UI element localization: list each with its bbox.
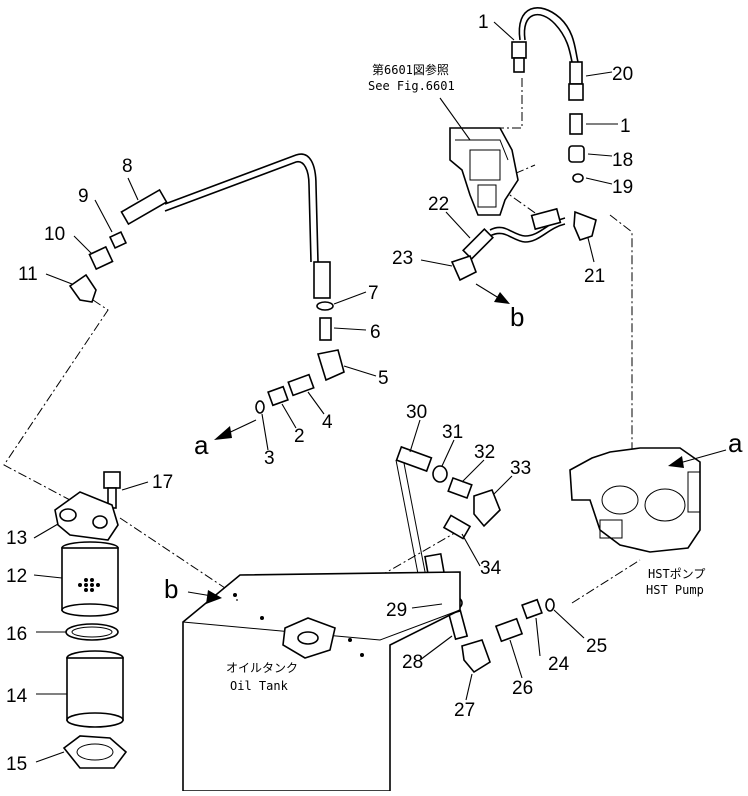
callout-22: 22 bbox=[428, 194, 449, 215]
callout-27: 27 bbox=[454, 700, 475, 721]
callout-11: 11 bbox=[18, 264, 38, 285]
hst-pump-label-en: HST Pump bbox=[646, 583, 704, 597]
filter-mark-dots bbox=[78, 578, 100, 592]
callout-25: 25 bbox=[586, 636, 607, 657]
callout-15: 15 bbox=[6, 754, 27, 775]
text-notes: 第6601図参照 See Fig.6601 オイルタンク Oil Tank HS… bbox=[226, 62, 705, 693]
oil-tank-label-en: Oil Tank bbox=[230, 679, 289, 693]
callout-29: 29 bbox=[386, 600, 407, 621]
flow-arrows bbox=[187, 283, 727, 604]
callout-33: 33 bbox=[510, 458, 531, 479]
callout-32: 32 bbox=[474, 442, 495, 463]
callout-20: 20 bbox=[612, 64, 633, 85]
filter-assembly bbox=[54, 491, 128, 769]
callout-26: 26 bbox=[512, 678, 533, 699]
callout-30: 30 bbox=[406, 402, 427, 423]
hst-pump bbox=[569, 447, 701, 553]
callout-31: 31 bbox=[442, 422, 463, 443]
callout-2: 2 bbox=[294, 426, 305, 447]
callout-16: 16 bbox=[6, 624, 27, 645]
part-callouts: 1 20 1 18 19 8 9 10 11 22 23 21 7 6 5 4 … bbox=[6, 12, 633, 775]
callout-10: 10 bbox=[44, 224, 65, 245]
callout-8: 8 bbox=[122, 156, 133, 177]
letter-a-right: a bbox=[728, 428, 743, 458]
callout-4: 4 bbox=[322, 412, 333, 433]
callout-9: 9 bbox=[78, 186, 89, 207]
callout-1-right: 1 bbox=[620, 116, 631, 137]
callout-13: 13 bbox=[6, 528, 27, 549]
callout-23: 23 bbox=[392, 248, 413, 269]
ref-note-jp: 第6601図参照 bbox=[372, 62, 449, 77]
callout-28: 28 bbox=[402, 652, 423, 673]
letter-a-left: a bbox=[194, 430, 209, 460]
callout-18: 18 bbox=[612, 150, 633, 171]
callout-5: 5 bbox=[378, 368, 389, 389]
callout-19: 19 bbox=[612, 177, 633, 198]
letter-b-right: b bbox=[510, 302, 524, 332]
letter-b-left: b bbox=[164, 574, 178, 604]
callout-17: 17 bbox=[152, 472, 173, 493]
control-valve bbox=[449, 127, 519, 216]
callout-1-top: 1 bbox=[478, 12, 489, 33]
fittings bbox=[68, 41, 597, 674]
connection-letters: a b b a bbox=[164, 302, 743, 604]
oil-tank bbox=[182, 571, 461, 792]
callout-21: 21 bbox=[584, 266, 605, 287]
callout-24: 24 bbox=[548, 654, 570, 675]
callout-7: 7 bbox=[368, 283, 379, 304]
hst-pump-label-jp: HSTポンプ bbox=[648, 567, 705, 581]
oil-tank-label-jp: オイルタンク bbox=[226, 661, 298, 675]
callout-12: 12 bbox=[6, 566, 27, 587]
leader-lines bbox=[33, 21, 618, 763]
callout-34: 34 bbox=[480, 558, 502, 579]
callout-3: 3 bbox=[264, 448, 275, 469]
ref-note-en: See Fig.6601 bbox=[368, 79, 455, 93]
callout-14: 14 bbox=[6, 686, 28, 707]
callout-6: 6 bbox=[370, 322, 381, 343]
